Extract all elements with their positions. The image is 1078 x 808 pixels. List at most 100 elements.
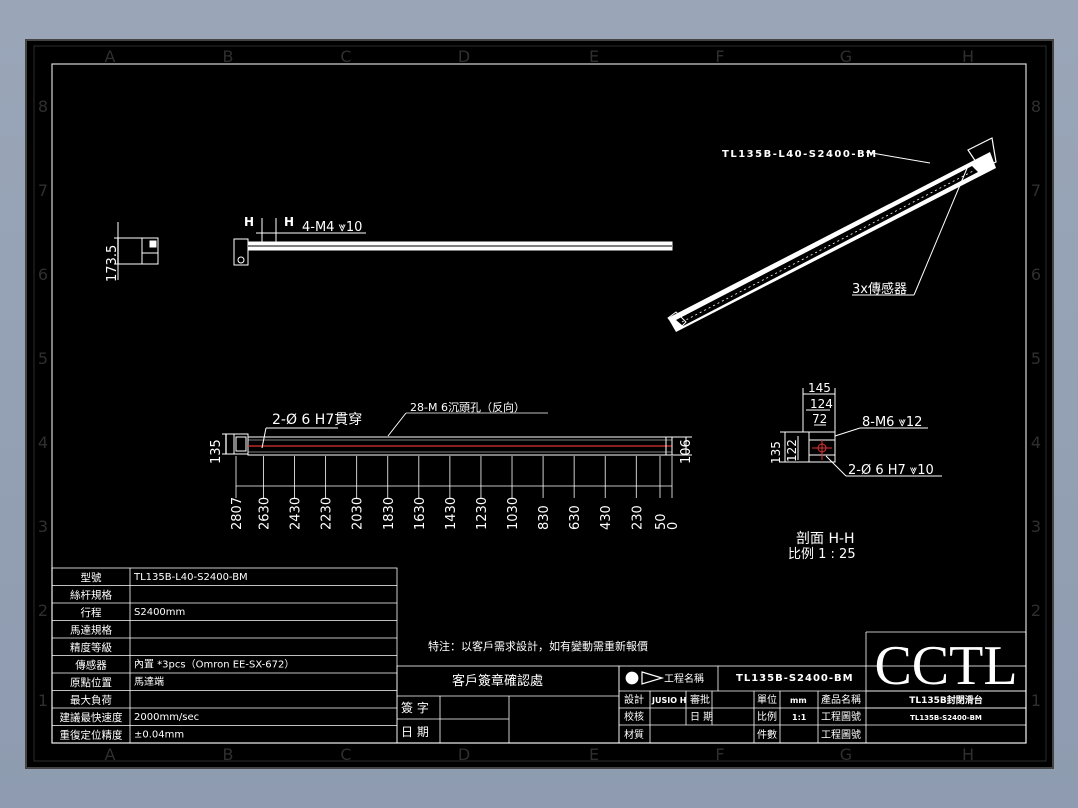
- zone-row-left-8: 8: [38, 97, 48, 116]
- zone-row-left-7: 7: [38, 181, 48, 200]
- zone-col-top-A: A: [105, 47, 116, 66]
- section-thread-note: 8-M6 ⩔12: [862, 415, 922, 430]
- zone-row-left-3: 3: [38, 517, 48, 536]
- spec-value: 馬達端: [134, 675, 164, 688]
- zone-row-right-2: 2: [1031, 601, 1041, 620]
- section-dim-122: 122: [785, 439, 799, 462]
- zone-col-bottom-G: G: [840, 745, 852, 764]
- zone-row-right-6: 6: [1031, 265, 1041, 284]
- company-logo: CCTL: [874, 635, 1017, 697]
- spec-label: 型號: [81, 571, 102, 584]
- zone-col-bottom-E: E: [589, 745, 599, 764]
- title-material-label: 材質: [624, 728, 644, 741]
- confirm-title: 客戶簽章確認處: [452, 673, 543, 689]
- confirm-sign-label: 簽 字: [401, 700, 429, 715]
- section-view: [780, 388, 942, 477]
- section-dim-135: 135: [769, 441, 783, 464]
- front-view: [222, 412, 692, 456]
- front-position-label-50: 50: [654, 513, 669, 530]
- side-view: [114, 222, 159, 280]
- isometric-view: [667, 137, 997, 332]
- zone-col-bottom-B: B: [223, 745, 234, 764]
- front-position-label-2807: 2807: [230, 497, 245, 530]
- front-position-label-2430: 2430: [289, 497, 304, 530]
- zone-col-top-G: G: [840, 47, 852, 66]
- front-position-label-630: 630: [568, 505, 583, 530]
- spec-label: 最大負荷: [70, 694, 112, 707]
- title-qty-label: 件數: [757, 728, 777, 741]
- spec-label: 精度等級: [70, 641, 112, 654]
- title-drawing-name-value: TL135B-S2400-BM: [736, 673, 854, 684]
- zone-col-top-D: D: [458, 47, 470, 66]
- spec-label: 行程: [81, 606, 102, 619]
- title-product-name-label: 產品名稱: [821, 693, 861, 706]
- zone-col-top-E: E: [589, 47, 599, 66]
- spec-value: S2400mm: [134, 607, 185, 618]
- top-h-mark-left: H: [244, 215, 254, 229]
- title-scale-value: 1:1: [792, 713, 807, 722]
- title-date-label: 日 期: [690, 711, 713, 723]
- title-drawing-no-label: 工程圖號: [821, 710, 861, 723]
- outer-frame: [33, 45, 1047, 762]
- title-drawing-no-value: TL135B-S2400-BM: [910, 714, 982, 722]
- title-drawing-name-label: 工程名稱: [664, 672, 704, 685]
- spec-label: 絲杆規格: [70, 589, 112, 602]
- iso-sensor-note: 3x傳感器: [852, 281, 907, 297]
- front-position-label-1830: 1830: [382, 497, 397, 530]
- section-dim-124: 124: [810, 397, 833, 411]
- section-dim-145: 145: [808, 381, 831, 395]
- spec-value: 2000mm/sec: [134, 712, 199, 723]
- spec-label: 重復定位精度: [60, 729, 123, 742]
- zone-row-left-2: 2: [38, 601, 48, 620]
- front-position-label-430: 430: [599, 505, 614, 530]
- zone-col-top-F: F: [715, 47, 724, 66]
- zone-row-right-7: 7: [1031, 181, 1041, 200]
- front-height-right: 106: [679, 439, 694, 464]
- top-h-mark-right: H: [284, 215, 294, 229]
- front-position-label-2630: 2630: [257, 497, 272, 530]
- title-drawing-sheet-label: 工程圖號: [821, 728, 861, 741]
- customer-note: 特注：以客戶需求設計，如有變動需重新報價: [428, 639, 648, 653]
- top-view: [233, 218, 673, 266]
- section-title: 剖面 H-H: [796, 531, 855, 547]
- title-block: [618, 631, 1027, 744]
- front-pin-note: 2-Ø 6 H7貫穿: [272, 412, 362, 428]
- front-position-label-1030: 1030: [506, 497, 521, 530]
- front-height-left: 135: [209, 439, 224, 464]
- title-scale-label: 比例: [757, 710, 777, 723]
- front-position-label-2030: 2030: [351, 497, 366, 530]
- title-unit-label: 單位: [757, 693, 777, 706]
- spec-label: 傳感器: [75, 659, 107, 672]
- front-hole-note: 28-M 6沉頭孔（反向）: [410, 400, 525, 414]
- front-position-label-0: 0: [666, 522, 681, 530]
- front-position-label-1630: 1630: [413, 497, 428, 530]
- spec-label: 原點位置: [70, 676, 112, 689]
- zone-row-right-1: 1: [1031, 691, 1041, 710]
- title-approve-label: 審批: [690, 693, 710, 706]
- zone-col-top-C: C: [340, 47, 351, 66]
- front-position-label-1430: 1430: [444, 497, 459, 530]
- confirm-date-label: 日 期: [401, 725, 429, 739]
- zone-row-right-8: 8: [1031, 97, 1041, 116]
- zone-row-right-4: 4: [1031, 433, 1041, 452]
- section-dim-72: 72: [812, 412, 827, 426]
- section-scale: 比例 1 : 25: [788, 547, 856, 562]
- drawing-sheet: [25, 39, 1054, 769]
- title-unit-value: mm: [790, 696, 807, 705]
- zone-col-bottom-A: A: [105, 745, 116, 764]
- zone-row-left-4: 4: [38, 433, 48, 452]
- spec-label: 馬達規格: [70, 624, 112, 637]
- title-check-label: 校核: [624, 710, 644, 723]
- zone-row-left-5: 5: [38, 349, 48, 368]
- iso-model-label: TL135B-L40-S2400-BM: [722, 149, 878, 160]
- zone-row-left-6: 6: [38, 265, 48, 284]
- front-position-label-2230: 2230: [320, 497, 335, 530]
- zone-row-right-3: 3: [1031, 517, 1041, 536]
- zone-row-right-5: 5: [1031, 349, 1041, 368]
- section-pin-note: 2-Ø 6 H7 ⩔10: [848, 463, 934, 478]
- zone-col-bottom-H: H: [962, 745, 974, 764]
